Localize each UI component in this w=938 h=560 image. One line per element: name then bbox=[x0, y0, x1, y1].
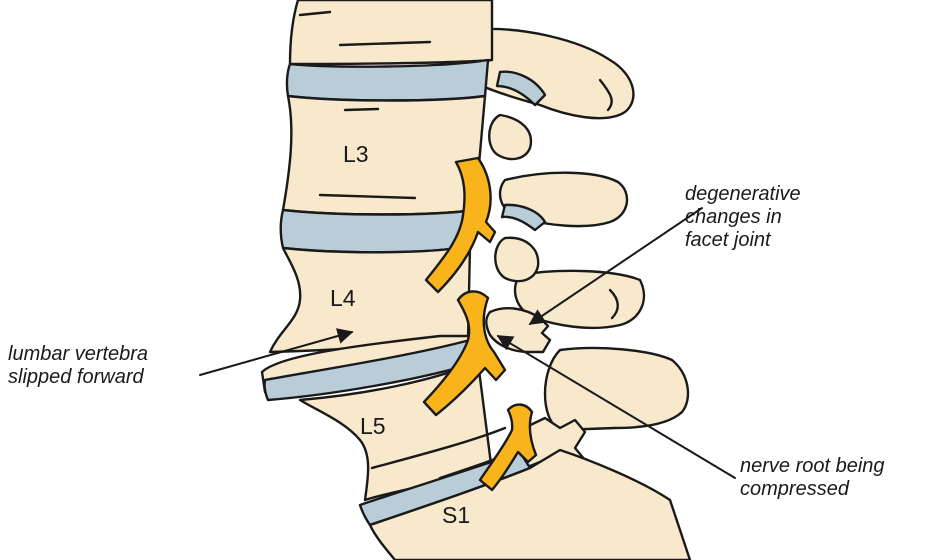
l3-label: L3 bbox=[343, 141, 369, 167]
slipped-vertebra-annotation: lumbar vertebra slipped forward bbox=[8, 343, 148, 389]
l5-label: L5 bbox=[360, 413, 386, 439]
l3-facet bbox=[489, 115, 531, 159]
l3-body bbox=[283, 96, 485, 215]
annotation-line: compressed bbox=[740, 478, 885, 501]
annotation-line: nerve root being bbox=[740, 455, 885, 478]
l4-facet bbox=[495, 238, 538, 281]
annotation-line: slipped forward bbox=[8, 366, 148, 389]
nerve-root-annotation: nerve root being compressed bbox=[740, 455, 885, 501]
s1-label: S1 bbox=[442, 502, 470, 528]
s1-posterior-element bbox=[545, 348, 688, 430]
annotation-line: facet joint bbox=[685, 229, 801, 252]
annotation-line: degenerative bbox=[685, 183, 801, 206]
annotation-line: lumbar vertebra bbox=[8, 343, 148, 366]
upper-vertebra-body bbox=[290, 0, 492, 64]
facet-joint-annotation: degenerative changes in facet joint bbox=[685, 183, 801, 252]
upper-disc bbox=[287, 60, 488, 101]
l3-l4-disc bbox=[281, 210, 475, 252]
annotation-line: changes in bbox=[685, 206, 801, 229]
l4-label: L4 bbox=[330, 285, 356, 311]
